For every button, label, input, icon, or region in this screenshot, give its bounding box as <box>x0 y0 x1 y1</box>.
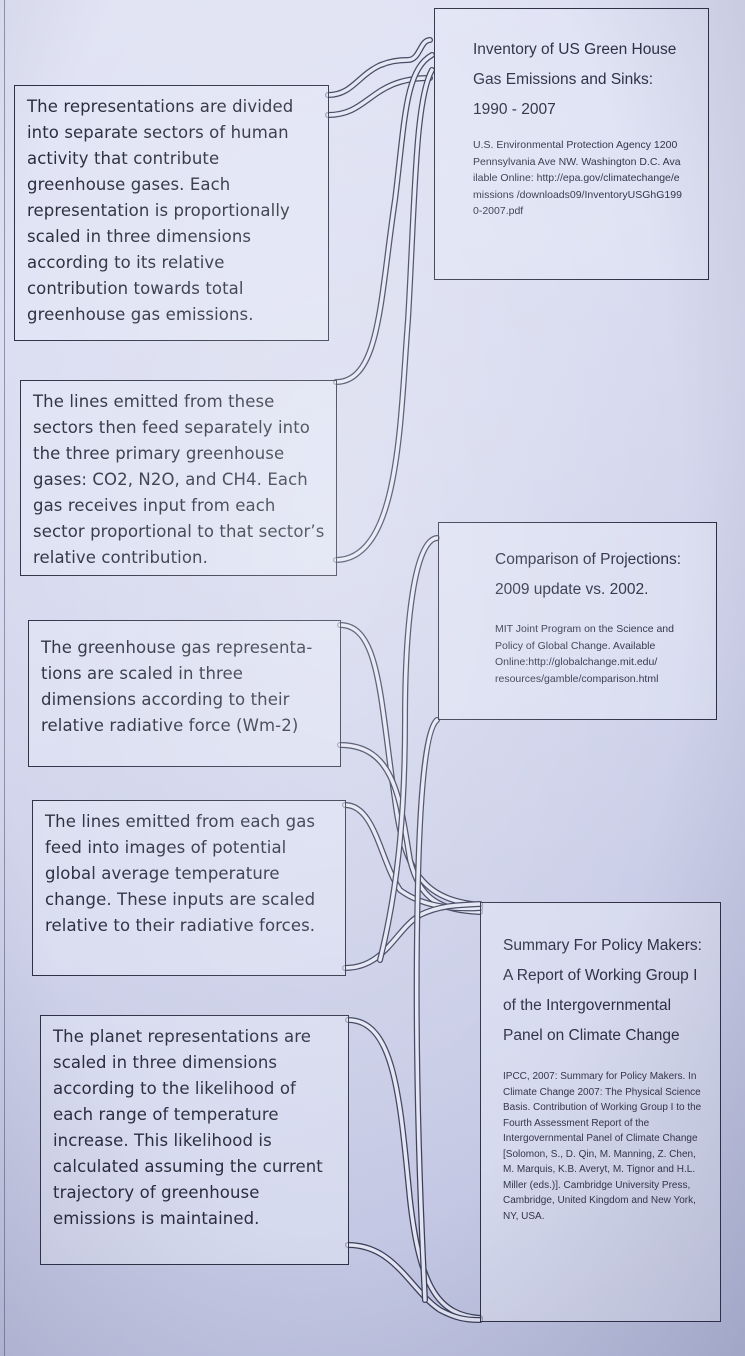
connector-pair-5 <box>345 1017 483 1323</box>
description-text-temperature: The lines emitted from each gas feed int… <box>45 812 316 935</box>
source-citation-comparison: MIT Joint Program on the Science and Pol… <box>495 623 674 685</box>
source-box-comparison: Comparison of Projections: 2009 update v… <box>438 522 717 720</box>
connector-pair-2 <box>333 52 435 563</box>
description-text-planet: The planet representations are scaled in… <box>53 1027 323 1228</box>
description-text-gases: The lines emitted from these sectors the… <box>33 392 325 567</box>
photo-edge-line <box>4 0 5 1356</box>
source-citation-inventory: U.S. Environmental Protection Agency 120… <box>473 139 682 217</box>
source-citation-summary: IPCC, 2007: Summary for Policy Makers. I… <box>503 1071 702 1222</box>
description-box-temperature: The lines emitted from each gas feed int… <box>32 800 346 976</box>
description-box-radiative: The greenhouse gas representa-tions are … <box>28 620 341 767</box>
description-box-gases: The lines emitted from these sectors the… <box>20 380 337 576</box>
connector-pair-comparison <box>377 535 440 1303</box>
description-text-radiative: The greenhouse gas representa-tions are … <box>41 638 313 735</box>
source-title-inventory: Inventory of US Green House Gas Emission… <box>473 41 677 118</box>
source-title-comparison: Comparison of Projections: 2009 update v… <box>495 551 682 598</box>
source-title-summary: Summary For Policy Makers: A Report of W… <box>503 937 702 1044</box>
source-box-inventory: Inventory of US Green House Gas Emission… <box>434 8 709 280</box>
connector-pair-4 <box>342 802 483 971</box>
description-box-planet: The planet representations are scaled in… <box>40 1015 349 1265</box>
description-text-sectors: The representations are divided into sep… <box>27 97 294 324</box>
source-box-summary: Summary For Policy Makers: A Report of W… <box>480 902 721 1322</box>
description-box-sectors: The representations are divided into sep… <box>14 85 329 341</box>
